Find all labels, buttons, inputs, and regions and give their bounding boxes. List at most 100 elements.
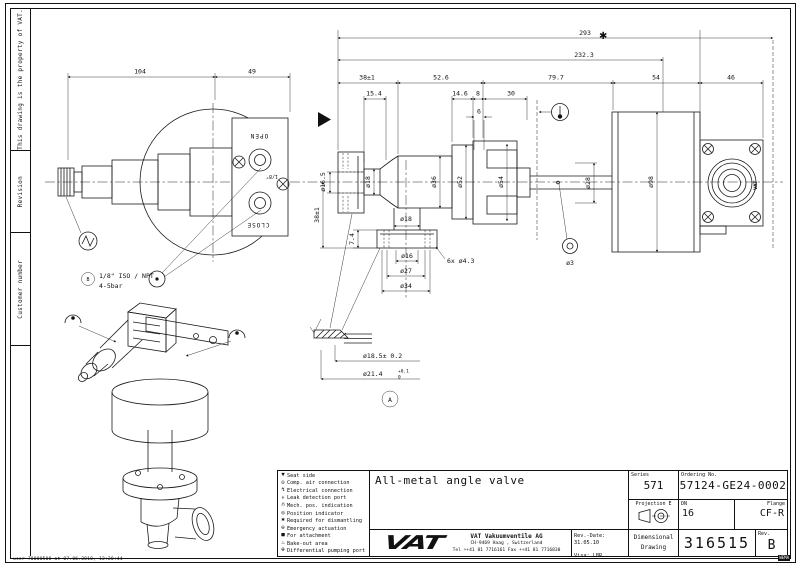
dim-dia34: ø34 [400,282,412,290]
ordering-no-value: 57124-GE24-0002 [679,479,787,492]
legend-label: Leak detection port [287,495,347,502]
dim-15-4: 15.4 [366,90,382,98]
legend-icon: ♨ [281,539,285,546]
note-b-line1: 1/8" ISO / NPT [99,272,154,280]
dim-dia27: ø27 [400,267,412,275]
dim-dia16: ø16 [401,252,413,260]
detail-a-label: A [388,396,392,404]
dim-232-3: 232.3 [574,51,594,59]
form-mark: WEMA [778,555,790,561]
dim-seal1: ø18.5± 0.2 [363,352,402,360]
dim-seal2-tol-bot: 0 [398,375,401,381]
revision-cell: Revision [11,151,30,233]
vat-logo: VAT [381,531,445,554]
legend-item: ✳ Leak detection port [279,495,369,503]
legend-label: Required for dismantling [287,518,362,525]
property-note-cell: This drawing is the property of VAT. [11,9,30,151]
legend-item: ■ For attachment [279,532,369,540]
legend-icon: ▼ [281,471,285,478]
company-name: VAT Vakuumventile AG [470,532,543,540]
dim-38-top: 38±1 [359,74,375,82]
title-block: ▼ Seat side ⊙ Comp. air connection ↯ Ele… [277,470,788,559]
bake-out-symbol [538,103,569,121]
ordering-no-box: Ordering No. 57124-GE24-0002 [678,470,788,500]
dim-46: 46 [727,74,735,82]
isometric-view [64,302,246,549]
doc-type-line1: Dimensional [633,534,674,541]
close-label: CLOSE [246,221,269,228]
ordering-no-label: Ordering No. [681,472,718,478]
sheet-outer-frame [5,3,796,563]
dismantle-star: ✱ [599,31,607,42]
drawing-number: 316515 [683,534,751,552]
vat-mark: VAT [753,180,759,190]
dim-dia54: ø54 [497,176,505,188]
dim-79-7: 79.7 [548,74,564,82]
dim-8: 8 [476,90,480,98]
rev-label: Rev. [758,531,771,537]
doc-type-box: Dimensional Drawing [628,529,679,557]
legend-icon: ∩ [281,502,285,509]
visa: Visa: LBR [574,553,603,559]
left-side-view: OPEN 1/8" CLOSE B [57,68,291,290]
open-label: OPEN [250,132,268,139]
dim-dia36: ø36 [430,176,438,188]
legend-box: ▼ Seat side ⊙ Comp. air connection ↯ Ele… [277,470,370,557]
doc-type-line2: Drawing [640,543,667,551]
dim-seal2: ø21.4 [363,370,383,378]
legend-label: For attachment [287,533,331,540]
customer-number-cell: Customer number [11,233,30,346]
flange-value: CF-R [759,508,784,519]
dn-box: DN 16 [678,499,735,530]
revision-info-box: Rev.-Date: 31.05.10 Visa: LBR [571,529,629,559]
left-margin-strip: This drawing is the property of VAT. Rev… [11,9,31,556]
port-size-label: 1/8" [266,173,278,179]
legend-icon: ⊙ [281,479,285,486]
company-address: CH-9469 Haag , Switzerland [470,540,543,546]
legend-label: Comp. air connection [287,480,350,487]
legend-label: Seat side [287,472,316,479]
legend-item: ◎ Position indicator [279,510,369,518]
legend-label: Differential pumping port [287,548,366,555]
legend-icon: ◎ [281,509,285,516]
rev-value: B [767,538,776,553]
dim-54: 54 [652,74,660,82]
dim-dia98: ø98 [647,176,655,188]
dim-293: 293 [579,29,591,37]
dim-104: 104 [134,68,146,76]
legend-icon: ✱ [281,517,285,524]
rev-box: Rev. B [755,529,788,557]
legend-icon: ↯ [281,487,285,494]
legend-item: ♨ Bake-out area [279,540,369,548]
company-phone: Tel ++41 81 7716161 Fax ++41 81 7716830 [452,547,561,553]
legend-item: ✱ Required for dismantling [279,517,369,525]
legend-item: ⊙ Comp. air connection [279,480,369,488]
note-b-badge: B [86,277,89,283]
legend-icon: ⊖ [281,524,285,531]
series-box: Series 571 [628,470,679,500]
drawing-title: All-metal angle valve [375,474,525,487]
flange-box: Flange CF-R [734,499,788,530]
legend-icon: ⊕ [281,547,285,554]
seal-detail-a: ø18.5± 0.2 ø21.4 +0.1 0 A [309,213,420,408]
dim-dia52: ø52 [456,176,464,188]
section-view: VAT [318,40,774,253]
legend-icon: ■ [281,532,285,539]
legend-label: Emergency actuation [287,525,347,532]
dim-dia18-tube: ø18 [364,176,372,188]
dim-14-6: 14.6 [452,90,468,98]
dim-30: 30 [507,90,515,98]
dim-holes: 6x ø4.3 [447,257,474,265]
dn-label: DN [681,501,688,507]
seat-side-marker [318,112,331,127]
flange-label: Flange [766,501,785,507]
legend-label: Position indicator [287,510,344,517]
dim-52-6: 52.6 [433,74,449,82]
legend-label: Bake-out area [287,540,328,547]
dim-dia18-branch: ø18 [400,215,412,223]
mech-pos-symbol [64,314,117,343]
rev-date: Rev.-Date: 31.05.10 [574,533,606,546]
series-value: 571 [643,479,664,492]
